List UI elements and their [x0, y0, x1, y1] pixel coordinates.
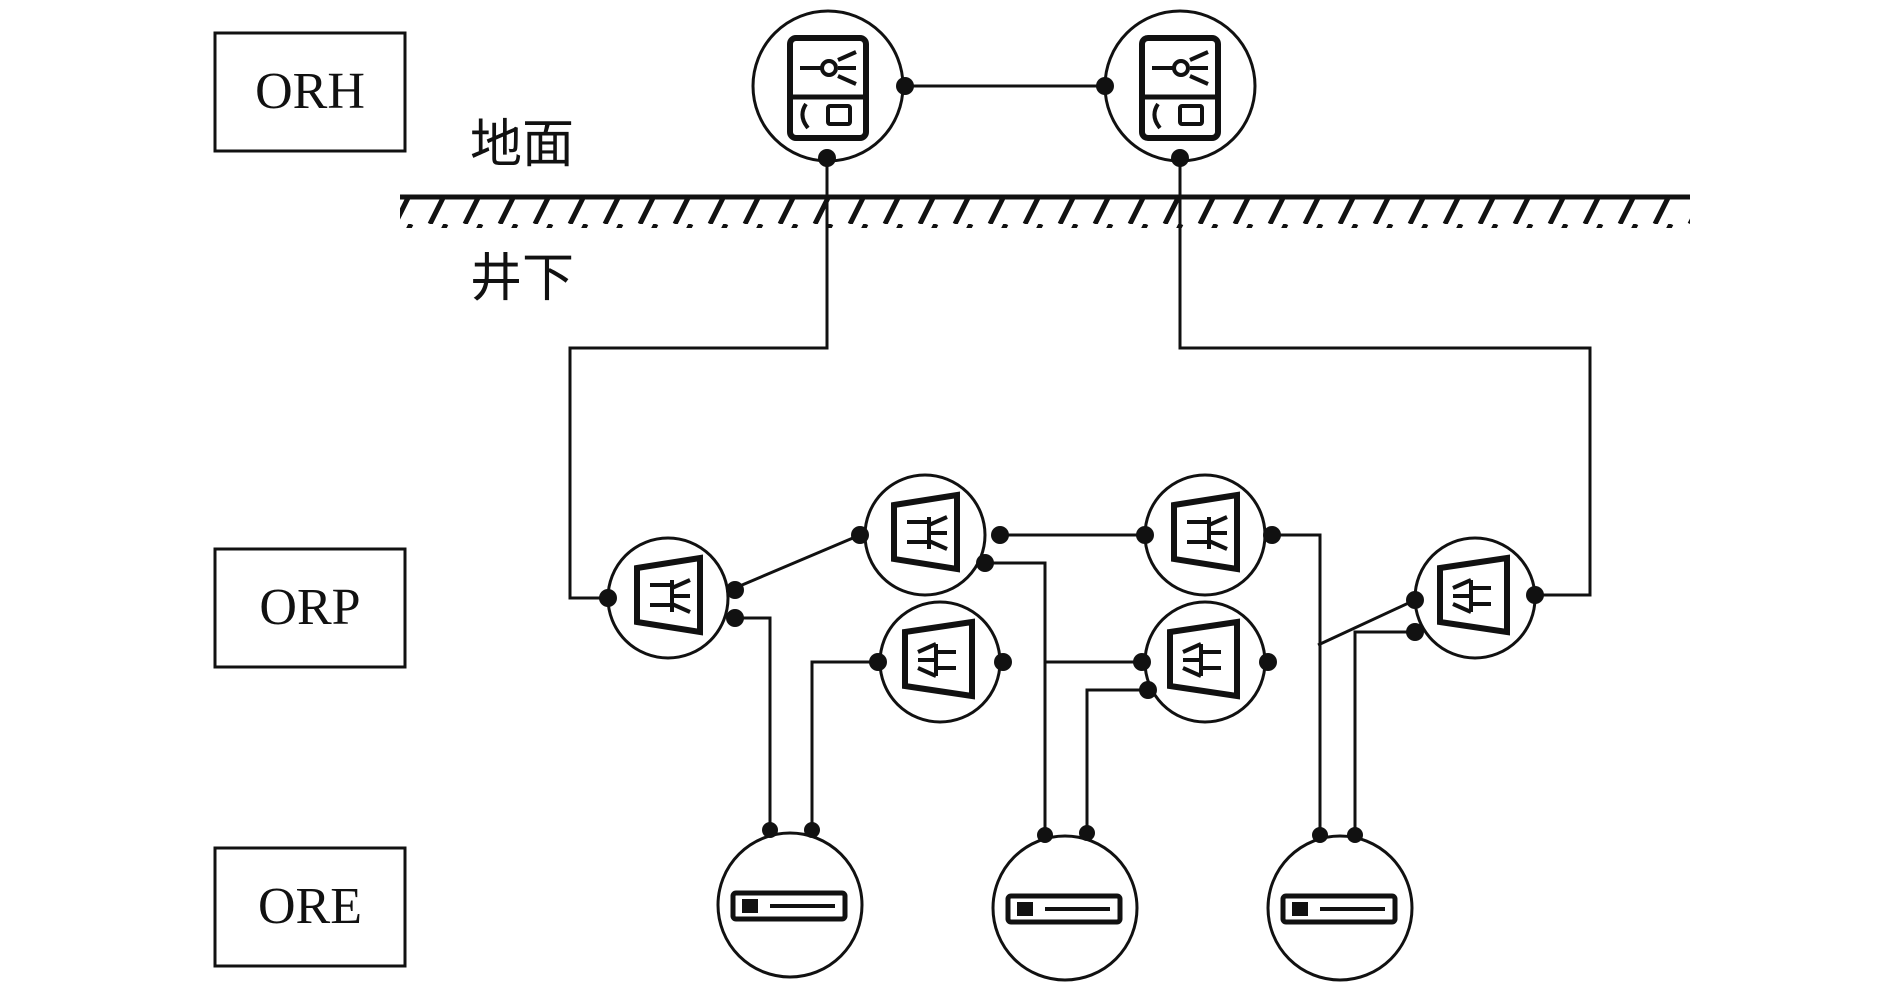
link-orh2-orp6: [1178, 158, 1592, 597]
radio-icon: [1152, 50, 1209, 86]
splitter-icon: [891, 491, 960, 573]
orp-node-6[interactable]: [1406, 536, 1544, 660]
link-orp4-ore1: [810, 660, 878, 830]
orh-node-2[interactable]: [1096, 9, 1257, 167]
connection-lines: [568, 84, 1592, 975]
link-orp1-orp2: [734, 533, 861, 590]
splitter-icon: [634, 554, 703, 636]
phone-terminal-icon: [800, 102, 852, 130]
link-orp6-ore3b: [1353, 630, 1415, 835]
link-orp2-ore2: [985, 561, 1047, 835]
tier-label-orp: ORP: [213, 547, 407, 669]
orp-node-1[interactable]: [599, 536, 744, 660]
underground-label: 井下: [470, 251, 574, 308]
ground-surface-label: 地面: [470, 117, 574, 174]
orp-node-3[interactable]: [1136, 473, 1281, 597]
radio-icon: [800, 50, 857, 86]
svg-text:ORE: ORE: [258, 878, 362, 935]
ore-node-3[interactable]: [1266, 827, 1414, 982]
ground-line: [400, 194, 1690, 228]
svg-text:ORH: ORH: [255, 63, 365, 120]
tier-label-orh: ORH: [213, 31, 407, 153]
orh-node-1[interactable]: [751, 9, 914, 167]
link-orh1-orp1: [568, 158, 829, 600]
orp-node-5[interactable]: [1133, 600, 1277, 724]
orp-node-4[interactable]: [869, 600, 1012, 724]
splitter-icon: [1171, 491, 1240, 573]
svg-text:ORP: ORP: [259, 579, 360, 636]
splitter-icon: [1437, 554, 1510, 636]
link-orp5-ore2b: [1085, 688, 1148, 833]
phone-terminal-icon: [1152, 102, 1204, 130]
splitter-icon: [902, 618, 975, 700]
splitter-icon: [1167, 618, 1240, 700]
ore-node-1[interactable]: [716, 822, 864, 979]
link-orp1-ore1: [735, 616, 772, 830]
tier-label-ore: ORE: [213, 846, 407, 968]
link-orp6-ore3a: [1317, 598, 1416, 647]
ore-node-2[interactable]: [991, 825, 1139, 982]
orp-node-2[interactable]: [851, 473, 1009, 597]
